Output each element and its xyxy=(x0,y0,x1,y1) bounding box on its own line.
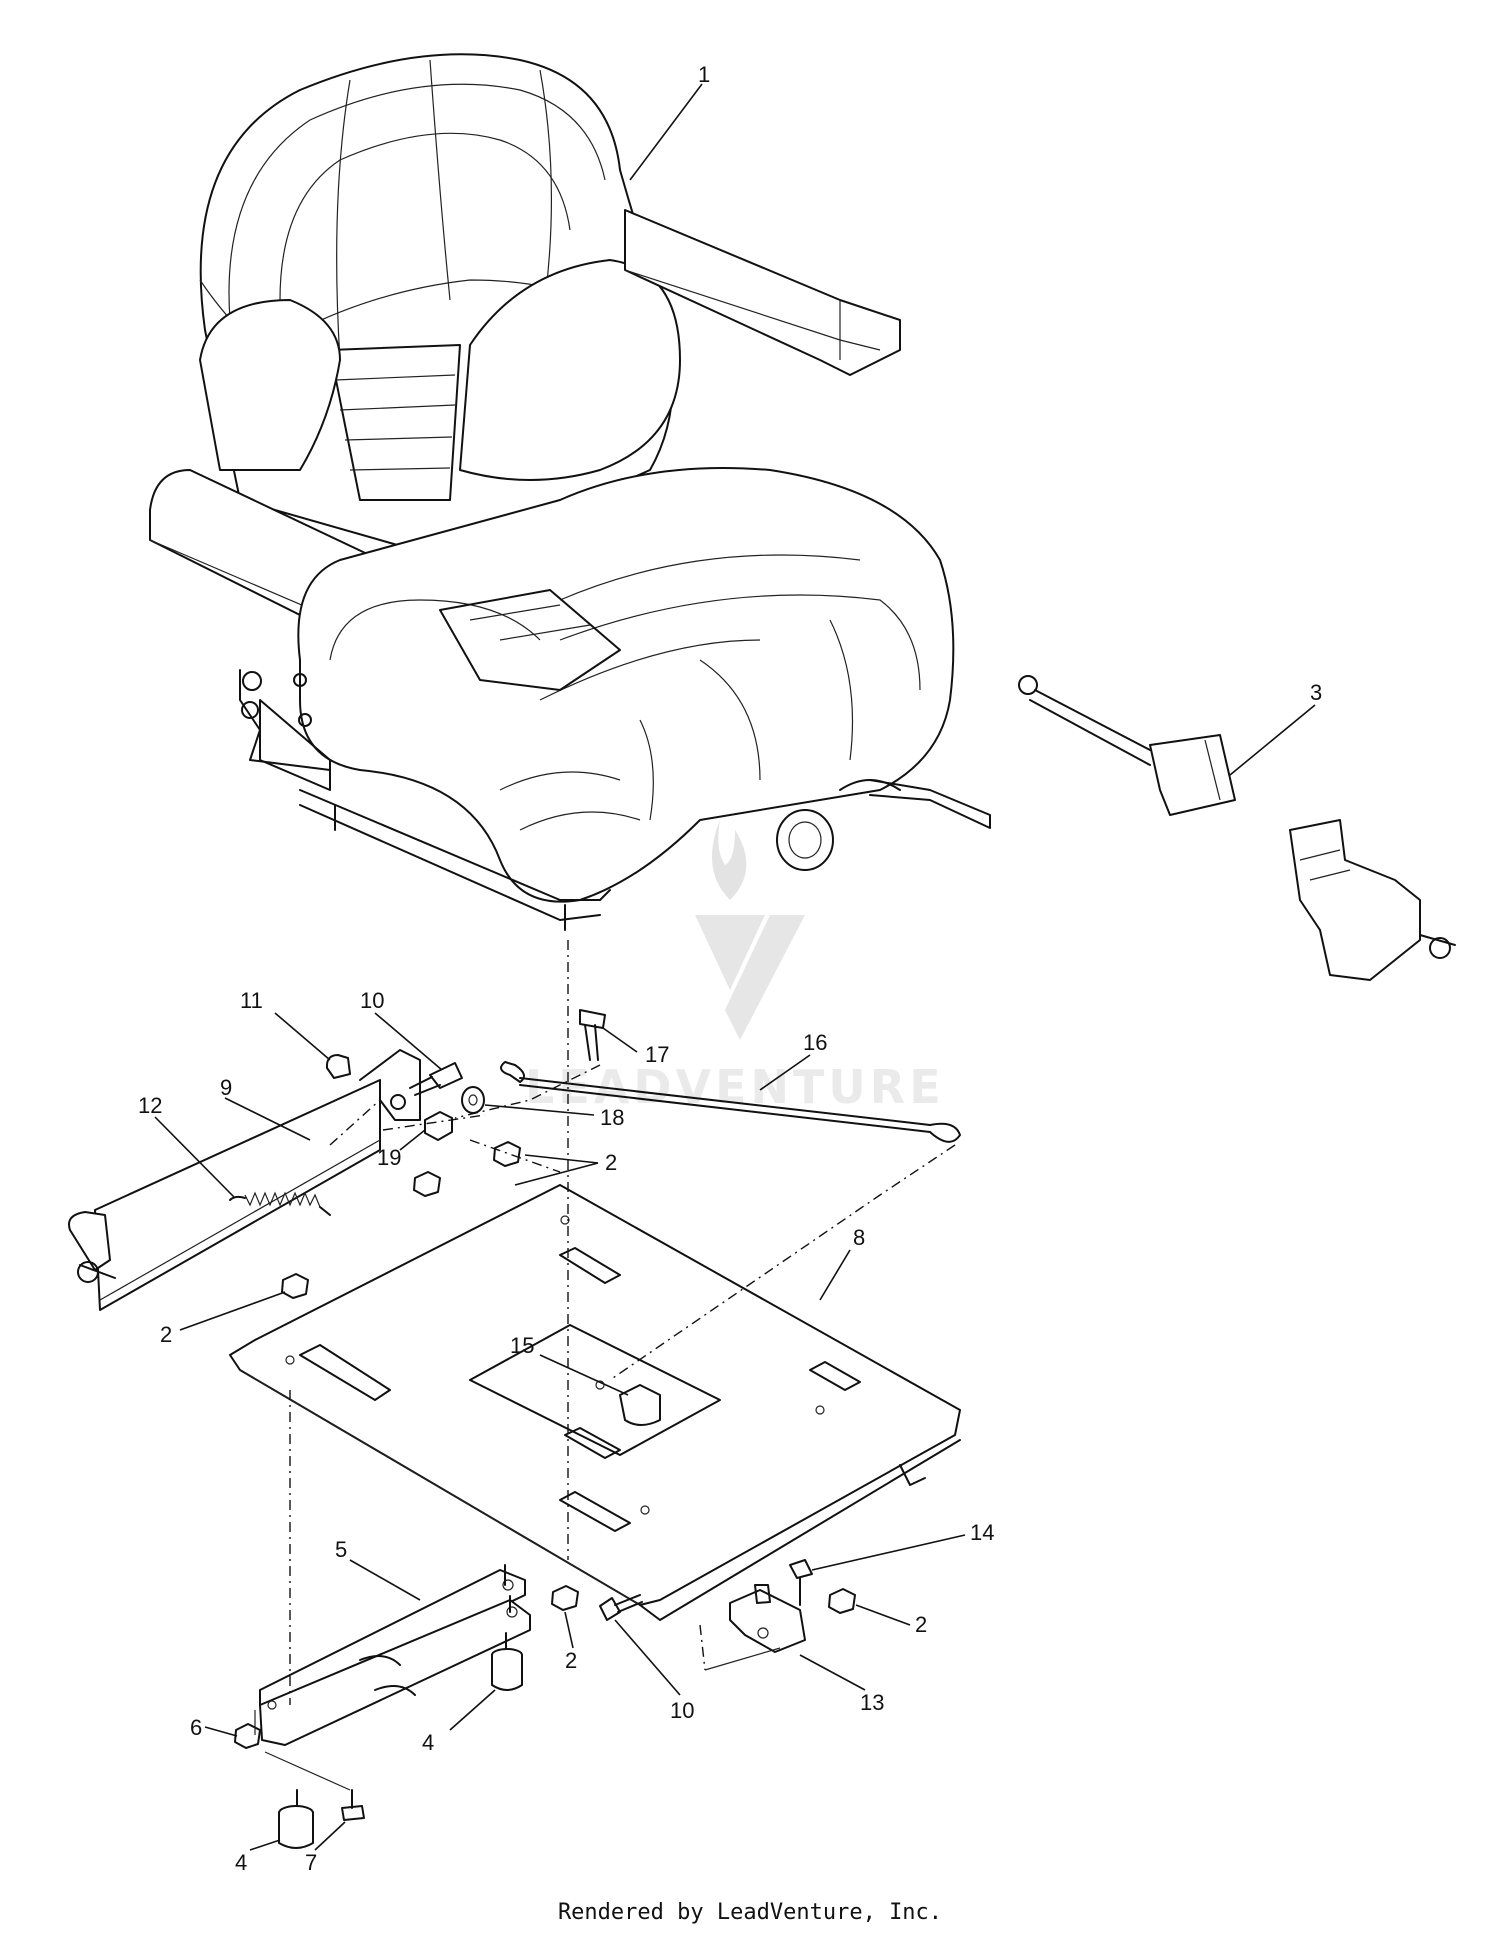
bolt-upper xyxy=(409,1062,463,1096)
nut-2c xyxy=(281,1273,309,1299)
callout-15: 15 xyxy=(510,1333,534,1358)
callout-2-right: 2 xyxy=(915,1612,927,1637)
bracket xyxy=(729,1584,806,1653)
screw-7 xyxy=(341,1789,365,1821)
nut-2a xyxy=(493,1141,521,1167)
nut-2d xyxy=(551,1585,579,1611)
nut-2b xyxy=(413,1171,441,1197)
bolt-14 xyxy=(789,1559,813,1606)
nut-6 xyxy=(234,1723,261,1749)
isolator-upper xyxy=(491,1632,523,1691)
bolt-lower xyxy=(599,1594,643,1621)
leadventure-watermark: LEADVENTURE xyxy=(525,820,945,1114)
callout-labels: 1 3 11 10 17 16 9 18 12 19 2 2 8 2 15 14… xyxy=(138,62,1322,1875)
footer-credit: Rendered by LeadVenture, Inc. xyxy=(557,1900,943,1925)
callout-14: 14 xyxy=(970,1520,994,1545)
callout-11: 11 xyxy=(240,988,263,1013)
callout-17: 17 xyxy=(645,1042,669,1067)
callout-16: 16 xyxy=(803,1030,827,1055)
rod xyxy=(500,1061,961,1143)
latch-plate xyxy=(68,1049,421,1311)
callout-10-lower: 10 xyxy=(670,1698,694,1723)
assembly-centerlines xyxy=(254,940,956,1791)
slide-rail xyxy=(259,1564,531,1746)
callout-1: 1 xyxy=(698,62,710,87)
callout-4-left: 4 xyxy=(235,1850,247,1875)
callout-8: 8 xyxy=(853,1225,865,1250)
nut-2e xyxy=(828,1588,856,1614)
callout-7: 7 xyxy=(305,1850,317,1875)
bolt-17 xyxy=(579,1009,606,1061)
isolator-lower xyxy=(278,1789,314,1849)
seat-assembly xyxy=(149,53,991,931)
watermark-text: LEADVENTURE xyxy=(525,1060,945,1114)
seat-belt xyxy=(1018,675,1456,981)
callout-3: 3 xyxy=(1310,680,1322,705)
callout-9: 9 xyxy=(220,1075,232,1100)
bumper xyxy=(325,1054,351,1079)
callout-2-left: 2 xyxy=(160,1322,172,1347)
callout-19: 19 xyxy=(377,1145,401,1170)
callout-2-bottom: 2 xyxy=(565,1648,577,1673)
washer xyxy=(461,1086,485,1114)
callout-12: 12 xyxy=(138,1093,162,1118)
leader-lines xyxy=(154,83,1316,1851)
base-plate xyxy=(229,1184,961,1621)
callout-4-right: 4 xyxy=(422,1730,434,1755)
callout-5: 5 xyxy=(335,1537,347,1562)
callout-10: 10 xyxy=(360,988,384,1013)
callout-18: 18 xyxy=(600,1105,624,1130)
callout-13: 13 xyxy=(860,1690,884,1715)
callout-6: 6 xyxy=(190,1715,202,1740)
spring xyxy=(229,1191,331,1216)
callout-2-top: 2 xyxy=(605,1150,617,1175)
nut-19 xyxy=(424,1111,453,1141)
